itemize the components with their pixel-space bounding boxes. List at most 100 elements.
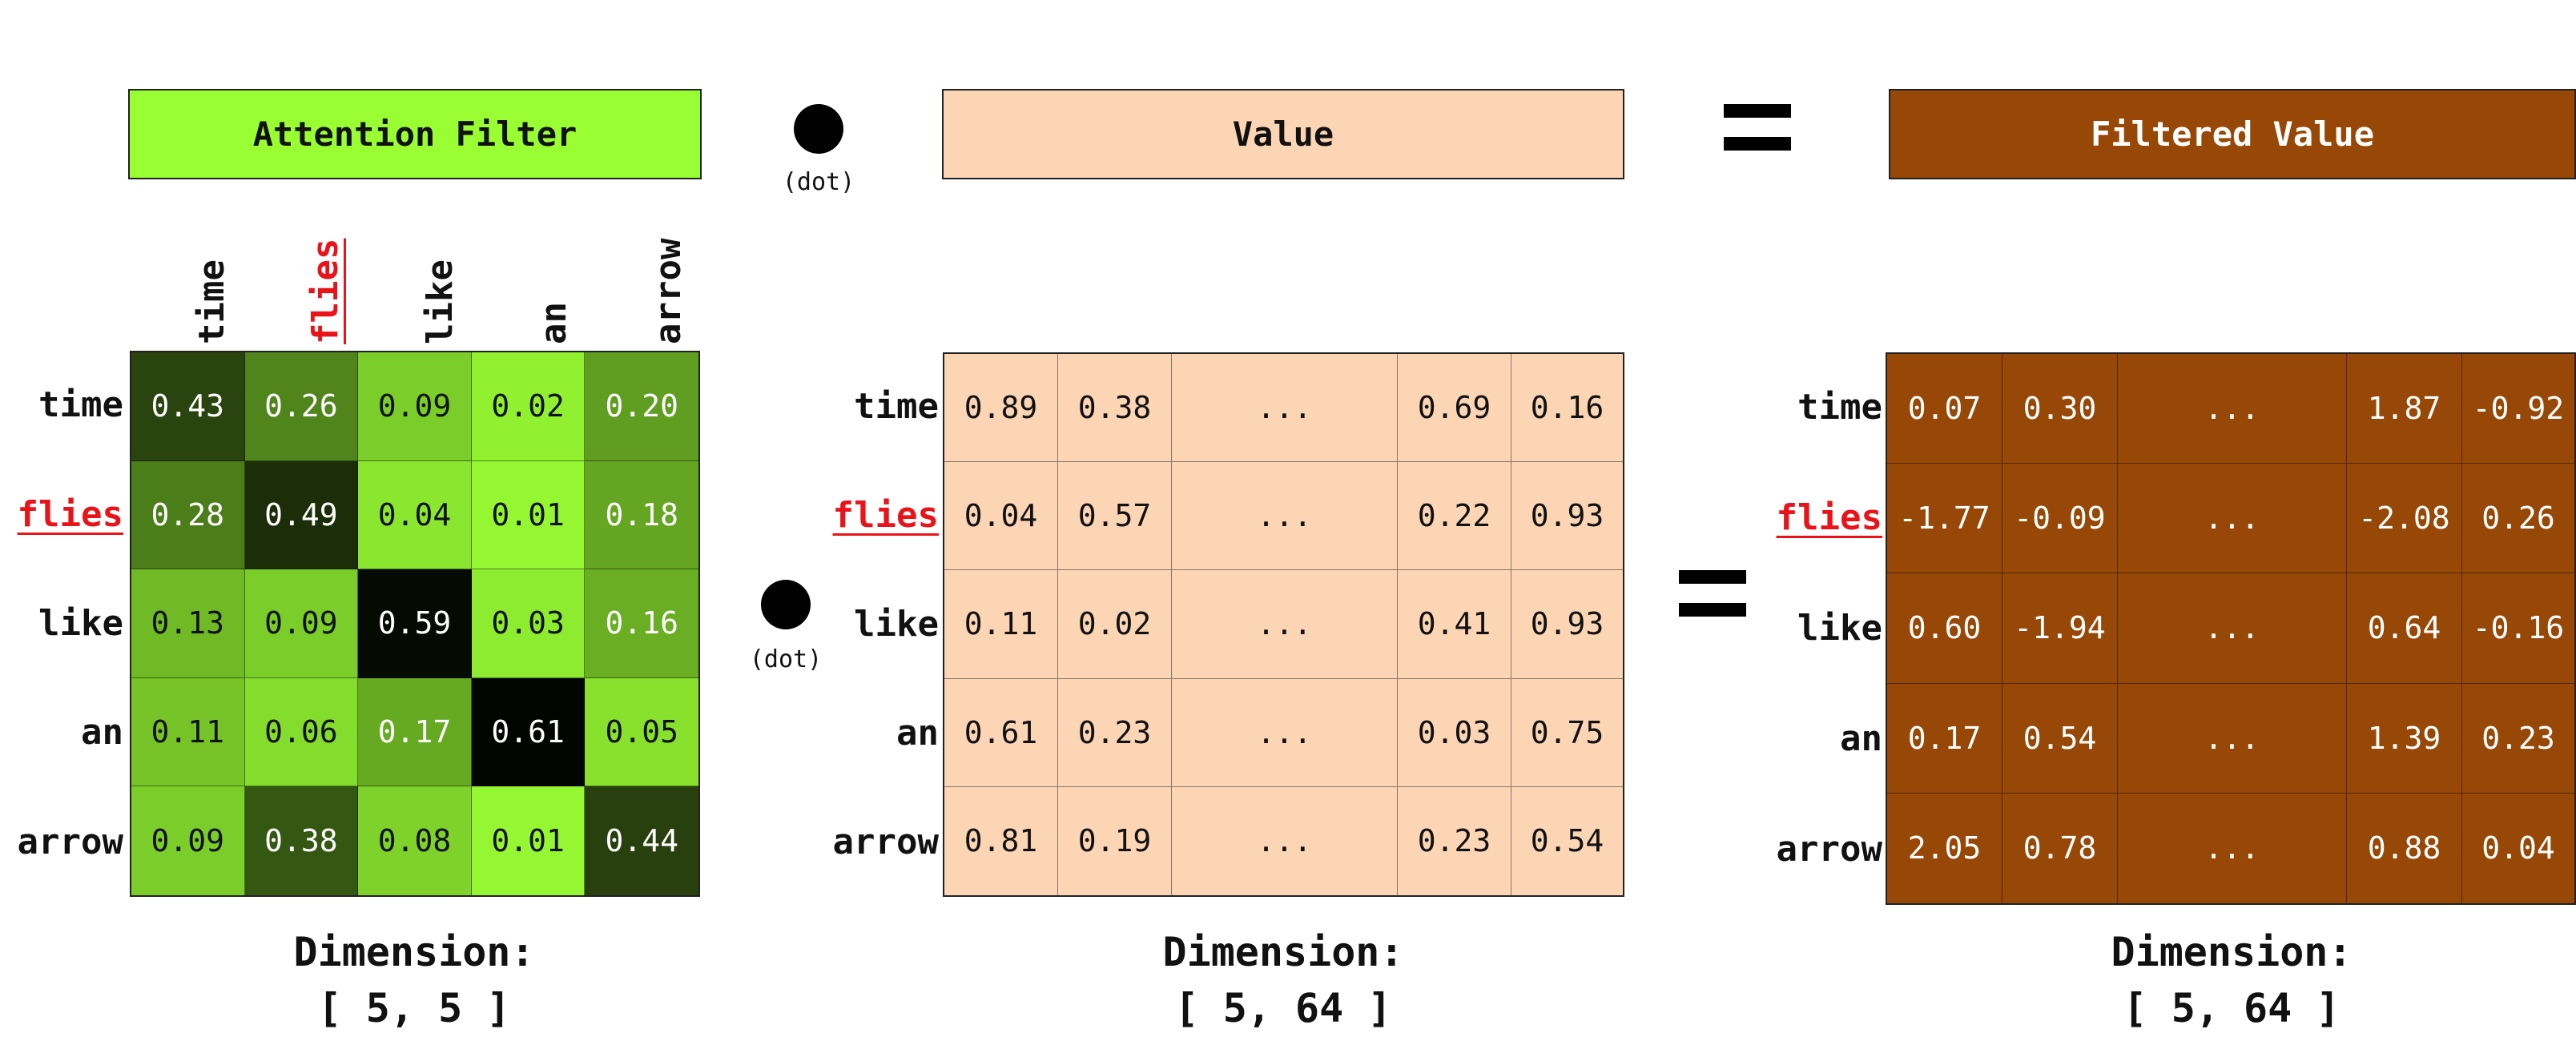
matrix-cell: 0.06 bbox=[244, 677, 359, 787]
equals-operator-icon bbox=[1724, 104, 1791, 170]
matrix-cell: ... bbox=[1172, 570, 1398, 679]
matrix-cell: ... bbox=[2118, 354, 2347, 464]
matrix-cell: 0.23 bbox=[2462, 683, 2574, 794]
matrix-cell: 0.09 bbox=[131, 786, 245, 895]
matrix-cell: -0.09 bbox=[2002, 464, 2118, 574]
matrix-cell: 0.09 bbox=[358, 352, 472, 461]
matrix-cell: 0.43 bbox=[131, 352, 245, 461]
row-label-an: an bbox=[81, 712, 123, 754]
row-label-arrow: arrow bbox=[832, 822, 939, 862]
matrix-cell: ... bbox=[2118, 683, 2347, 794]
value-dimension-value: [ 5, 64 ] bbox=[1174, 985, 1392, 1031]
matrix-cell: 0.07 bbox=[1887, 354, 2002, 464]
attention-filter-header: Attention Filter bbox=[128, 89, 702, 179]
row-label-arrow: arrow bbox=[17, 821, 123, 862]
matrix-cell: 0.11 bbox=[131, 677, 245, 787]
matrix-cell: 0.02 bbox=[471, 352, 586, 461]
matrix-cell: 0.30 bbox=[2002, 354, 2118, 464]
matrix-cell: 0.01 bbox=[471, 786, 586, 895]
matrix-cell: 0.20 bbox=[585, 352, 698, 461]
matrix-cell: ... bbox=[1172, 678, 1398, 787]
filtered-dimension-value: [ 5, 64 ] bbox=[2123, 985, 2341, 1031]
row-label-flies: flies bbox=[832, 495, 939, 536]
matrix-cell: 0.88 bbox=[2347, 793, 2462, 903]
dot-operator-label-middle: (dot) bbox=[749, 645, 823, 673]
row-label-like: like bbox=[1797, 608, 1882, 649]
matrix-cell: 0.26 bbox=[2462, 464, 2574, 574]
matrix-cell: -1.94 bbox=[2002, 573, 2118, 684]
matrix-cell: 0.44 bbox=[585, 786, 698, 895]
matrix-cell: 0.16 bbox=[1511, 354, 1623, 463]
matrix-cell: 1.87 bbox=[2347, 354, 2462, 464]
matrix-cell: 0.60 bbox=[1887, 573, 2002, 684]
matrix-cell: 0.16 bbox=[585, 569, 698, 678]
attention-dimension-title: Dimension: bbox=[293, 929, 535, 975]
column-label-time: time bbox=[191, 259, 233, 344]
matrix-cell: 0.05 bbox=[585, 677, 698, 787]
matrix-cell: 0.93 bbox=[1511, 462, 1623, 571]
matrix-cell: 0.23 bbox=[1398, 786, 1511, 895]
row-label-like: like bbox=[854, 604, 939, 645]
matrix-cell: -1.77 bbox=[1887, 464, 2002, 574]
matrix-cell: 0.41 bbox=[1398, 570, 1511, 679]
matrix-cell: 0.89 bbox=[944, 354, 1058, 463]
matrix-cell: 0.01 bbox=[471, 460, 586, 570]
matrix-cell: 0.38 bbox=[244, 786, 359, 895]
column-label-an: an bbox=[533, 302, 575, 344]
value-dimension-title: Dimension: bbox=[1162, 929, 1404, 975]
matrix-cell: 0.49 bbox=[244, 460, 359, 570]
column-label-like: like bbox=[419, 259, 461, 344]
matrix-cell: 0.54 bbox=[1511, 786, 1623, 895]
row-label-an: an bbox=[1840, 718, 1882, 759]
matrix-cell: ... bbox=[1172, 462, 1398, 571]
matrix-cell: 0.69 bbox=[1398, 354, 1511, 463]
matrix-cell: 0.02 bbox=[1058, 570, 1172, 679]
matrix-cell: 0.78 bbox=[2002, 793, 2118, 903]
matrix-cell: 0.19 bbox=[1058, 786, 1172, 895]
column-label-arrow: arrow bbox=[647, 238, 689, 344]
matrix-cell: 0.59 bbox=[358, 569, 472, 678]
matrix-cell: ... bbox=[2118, 464, 2347, 574]
matrix-cell: 0.64 bbox=[2347, 573, 2462, 684]
filtered-dimension-title: Dimension: bbox=[2111, 929, 2353, 975]
matrix-cell: -0.16 bbox=[2462, 573, 2574, 684]
matrix-cell: ... bbox=[2118, 793, 2347, 903]
column-label-flies: flies bbox=[305, 238, 347, 344]
matrix-cell: 0.54 bbox=[2002, 683, 2118, 794]
row-label-time: time bbox=[854, 386, 939, 427]
value-header: Value bbox=[942, 89, 1624, 179]
equals-operator-icon-middle bbox=[1679, 570, 1746, 636]
matrix-cell: 0.03 bbox=[471, 569, 586, 678]
matrix-cell: 0.61 bbox=[471, 677, 586, 787]
matrix-cell: 0.26 bbox=[244, 352, 359, 461]
row-label-arrow: arrow bbox=[1776, 829, 1882, 870]
dot-operator-icon bbox=[794, 104, 843, 154]
matrix-cell: ... bbox=[1172, 786, 1398, 895]
matrix-cell: ... bbox=[1172, 354, 1398, 463]
matrix-cell: 0.08 bbox=[358, 786, 472, 895]
matrix-cell: 0.18 bbox=[585, 460, 698, 570]
matrix-cell: 0.22 bbox=[1398, 462, 1511, 571]
matrix-cell: 0.04 bbox=[944, 462, 1058, 571]
matrix-cell: 0.61 bbox=[944, 678, 1058, 787]
matrix-cell: 2.05 bbox=[1887, 793, 2002, 903]
row-label-flies: flies bbox=[17, 493, 123, 535]
matrix-cell: 1.39 bbox=[2347, 683, 2462, 794]
matrix-cell: 0.11 bbox=[944, 570, 1058, 679]
dot-operator-icon-middle bbox=[761, 580, 811, 629]
matrix-cell: 0.38 bbox=[1058, 354, 1172, 463]
matrix-cell: ... bbox=[2118, 573, 2347, 684]
matrix-cell: 0.23 bbox=[1058, 678, 1172, 787]
matrix-cell: 0.17 bbox=[1887, 683, 2002, 794]
matrix-cell: 0.93 bbox=[1511, 570, 1623, 679]
matrix-cell: 0.13 bbox=[131, 569, 245, 678]
matrix-cell: 0.57 bbox=[1058, 462, 1172, 571]
matrix-cell: 0.04 bbox=[358, 460, 472, 570]
row-label-time: time bbox=[1797, 387, 1882, 428]
matrix-cell: 0.04 bbox=[2462, 793, 2574, 903]
row-label-an: an bbox=[896, 713, 939, 754]
matrix-cell: 0.17 bbox=[358, 677, 472, 787]
matrix-cell: 0.28 bbox=[131, 460, 245, 570]
